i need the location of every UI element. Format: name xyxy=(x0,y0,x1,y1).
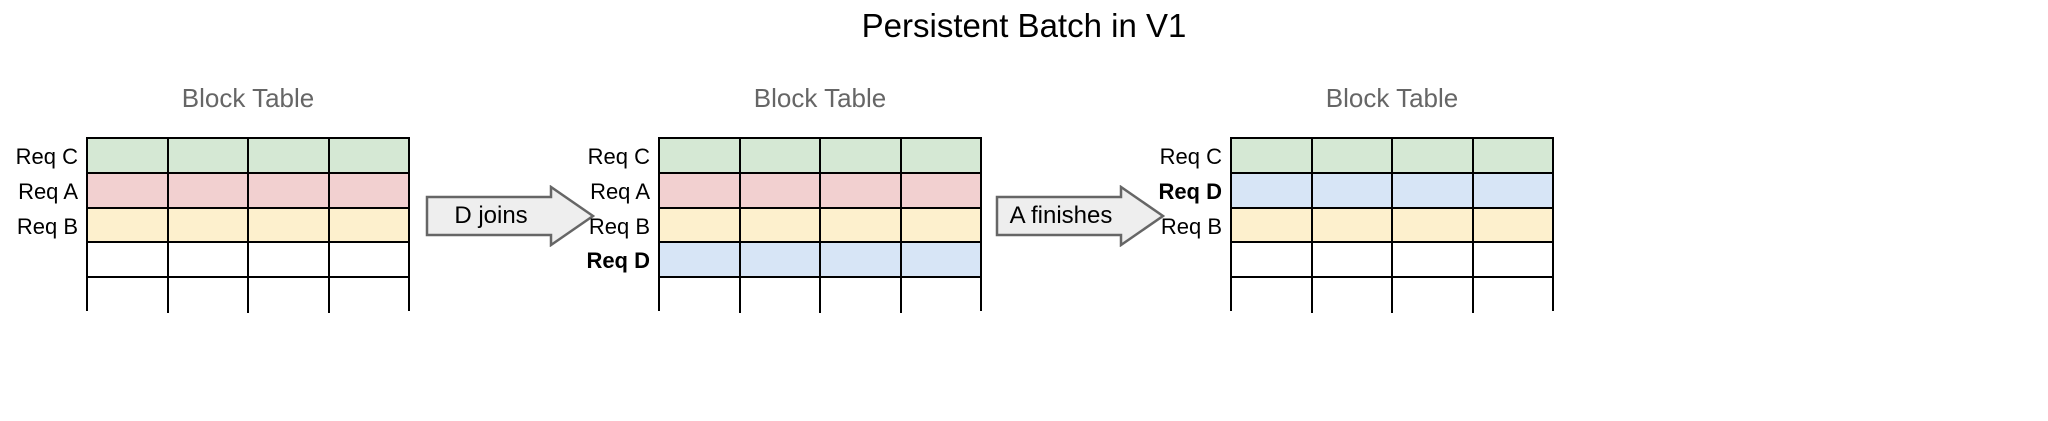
row-label-req-b: Req B xyxy=(1160,213,1222,239)
block-cell xyxy=(1313,173,1393,207)
block-cell xyxy=(1313,208,1393,242)
table-row xyxy=(88,173,409,209)
block-cell xyxy=(821,139,902,172)
block-cell xyxy=(249,278,330,313)
block-cell xyxy=(660,208,741,242)
table-row xyxy=(1232,173,1553,209)
row-label-req-a: Req A xyxy=(18,178,78,204)
page-title: Persistent Batch in V1 xyxy=(861,7,1187,44)
block-cell xyxy=(1474,209,1553,242)
block-cell xyxy=(330,243,409,276)
block-cell xyxy=(88,243,169,277)
table-row xyxy=(88,278,408,313)
table-row xyxy=(660,173,981,209)
block-cell xyxy=(1393,173,1474,207)
table-row xyxy=(660,278,980,313)
table-row xyxy=(1232,243,1553,279)
stage-3-grid xyxy=(1230,137,1554,313)
table-row xyxy=(1232,208,1553,244)
table-row xyxy=(660,208,981,244)
block-cell xyxy=(330,278,409,313)
table-row xyxy=(660,139,980,174)
block-cell xyxy=(902,139,981,172)
block-cell xyxy=(88,139,169,172)
row-label-req-a: Req A xyxy=(590,178,650,204)
row-label-req-c: Req C xyxy=(1159,143,1222,169)
block-cell xyxy=(1474,139,1553,172)
stage-3-header: Block Table xyxy=(1325,83,1459,113)
block-cell xyxy=(88,173,169,207)
table-row xyxy=(88,208,409,244)
block-cell xyxy=(660,243,741,277)
table-row xyxy=(660,243,981,279)
block-cell xyxy=(1474,174,1553,207)
block-cell xyxy=(169,278,249,313)
block-cell xyxy=(169,173,249,207)
block-cell xyxy=(1393,278,1474,313)
block-cell xyxy=(1313,278,1393,313)
block-cell xyxy=(741,208,821,242)
block-arrow-shape xyxy=(425,185,595,247)
stage-2-header: Block Table xyxy=(753,83,887,113)
block-cell xyxy=(1393,243,1474,277)
block-cell xyxy=(249,173,330,207)
block-cell xyxy=(660,173,741,207)
block-cell xyxy=(741,278,821,313)
row-label-req-b: Req B xyxy=(16,213,78,239)
block-cell xyxy=(1313,243,1393,277)
block-cell xyxy=(741,173,821,207)
table-row xyxy=(1232,139,1552,174)
block-cell xyxy=(902,209,981,242)
stage-1-header: Block Table xyxy=(181,83,315,113)
table-row xyxy=(88,139,408,174)
block-cell xyxy=(1232,208,1313,242)
block-cell xyxy=(169,139,249,172)
block-cell xyxy=(330,209,409,242)
block-cell xyxy=(249,208,330,242)
block-cell xyxy=(330,139,409,172)
block-cell xyxy=(741,243,821,277)
table-row xyxy=(1232,278,1552,313)
block-cell xyxy=(1232,243,1313,277)
row-label-req-d: Req D xyxy=(586,248,650,274)
block-cell xyxy=(249,243,330,277)
row-label-req-c: Req C xyxy=(15,143,78,169)
row-label-req-b: Req B xyxy=(588,213,650,239)
block-cell xyxy=(169,208,249,242)
block-cell xyxy=(88,278,169,313)
block-cell xyxy=(1393,208,1474,242)
block-cell xyxy=(821,208,902,242)
block-cell xyxy=(660,139,741,172)
block-cell xyxy=(1313,139,1393,172)
block-cell xyxy=(741,139,821,172)
block-cell xyxy=(821,173,902,207)
table-row xyxy=(88,243,409,279)
block-cell xyxy=(1474,278,1553,313)
block-cell xyxy=(660,278,741,313)
block-cell xyxy=(1232,173,1313,207)
block-cell xyxy=(169,243,249,277)
block-cell xyxy=(249,139,330,172)
block-arrow-shape xyxy=(995,185,1165,247)
block-cell xyxy=(902,174,981,207)
row-label-req-c: Req C xyxy=(587,143,650,169)
block-cell xyxy=(330,174,409,207)
block-cell xyxy=(902,278,981,313)
row-label-req-d: Req D xyxy=(1158,178,1222,204)
block-cell xyxy=(1232,278,1313,313)
block-cell xyxy=(821,278,902,313)
block-cell xyxy=(821,243,902,277)
block-cell xyxy=(1393,139,1474,172)
stage-1-grid xyxy=(86,137,410,313)
block-cell xyxy=(902,243,981,276)
block-cell xyxy=(1232,139,1313,172)
stage-2-grid xyxy=(658,137,982,313)
block-cell xyxy=(88,208,169,242)
block-cell xyxy=(1474,243,1553,276)
